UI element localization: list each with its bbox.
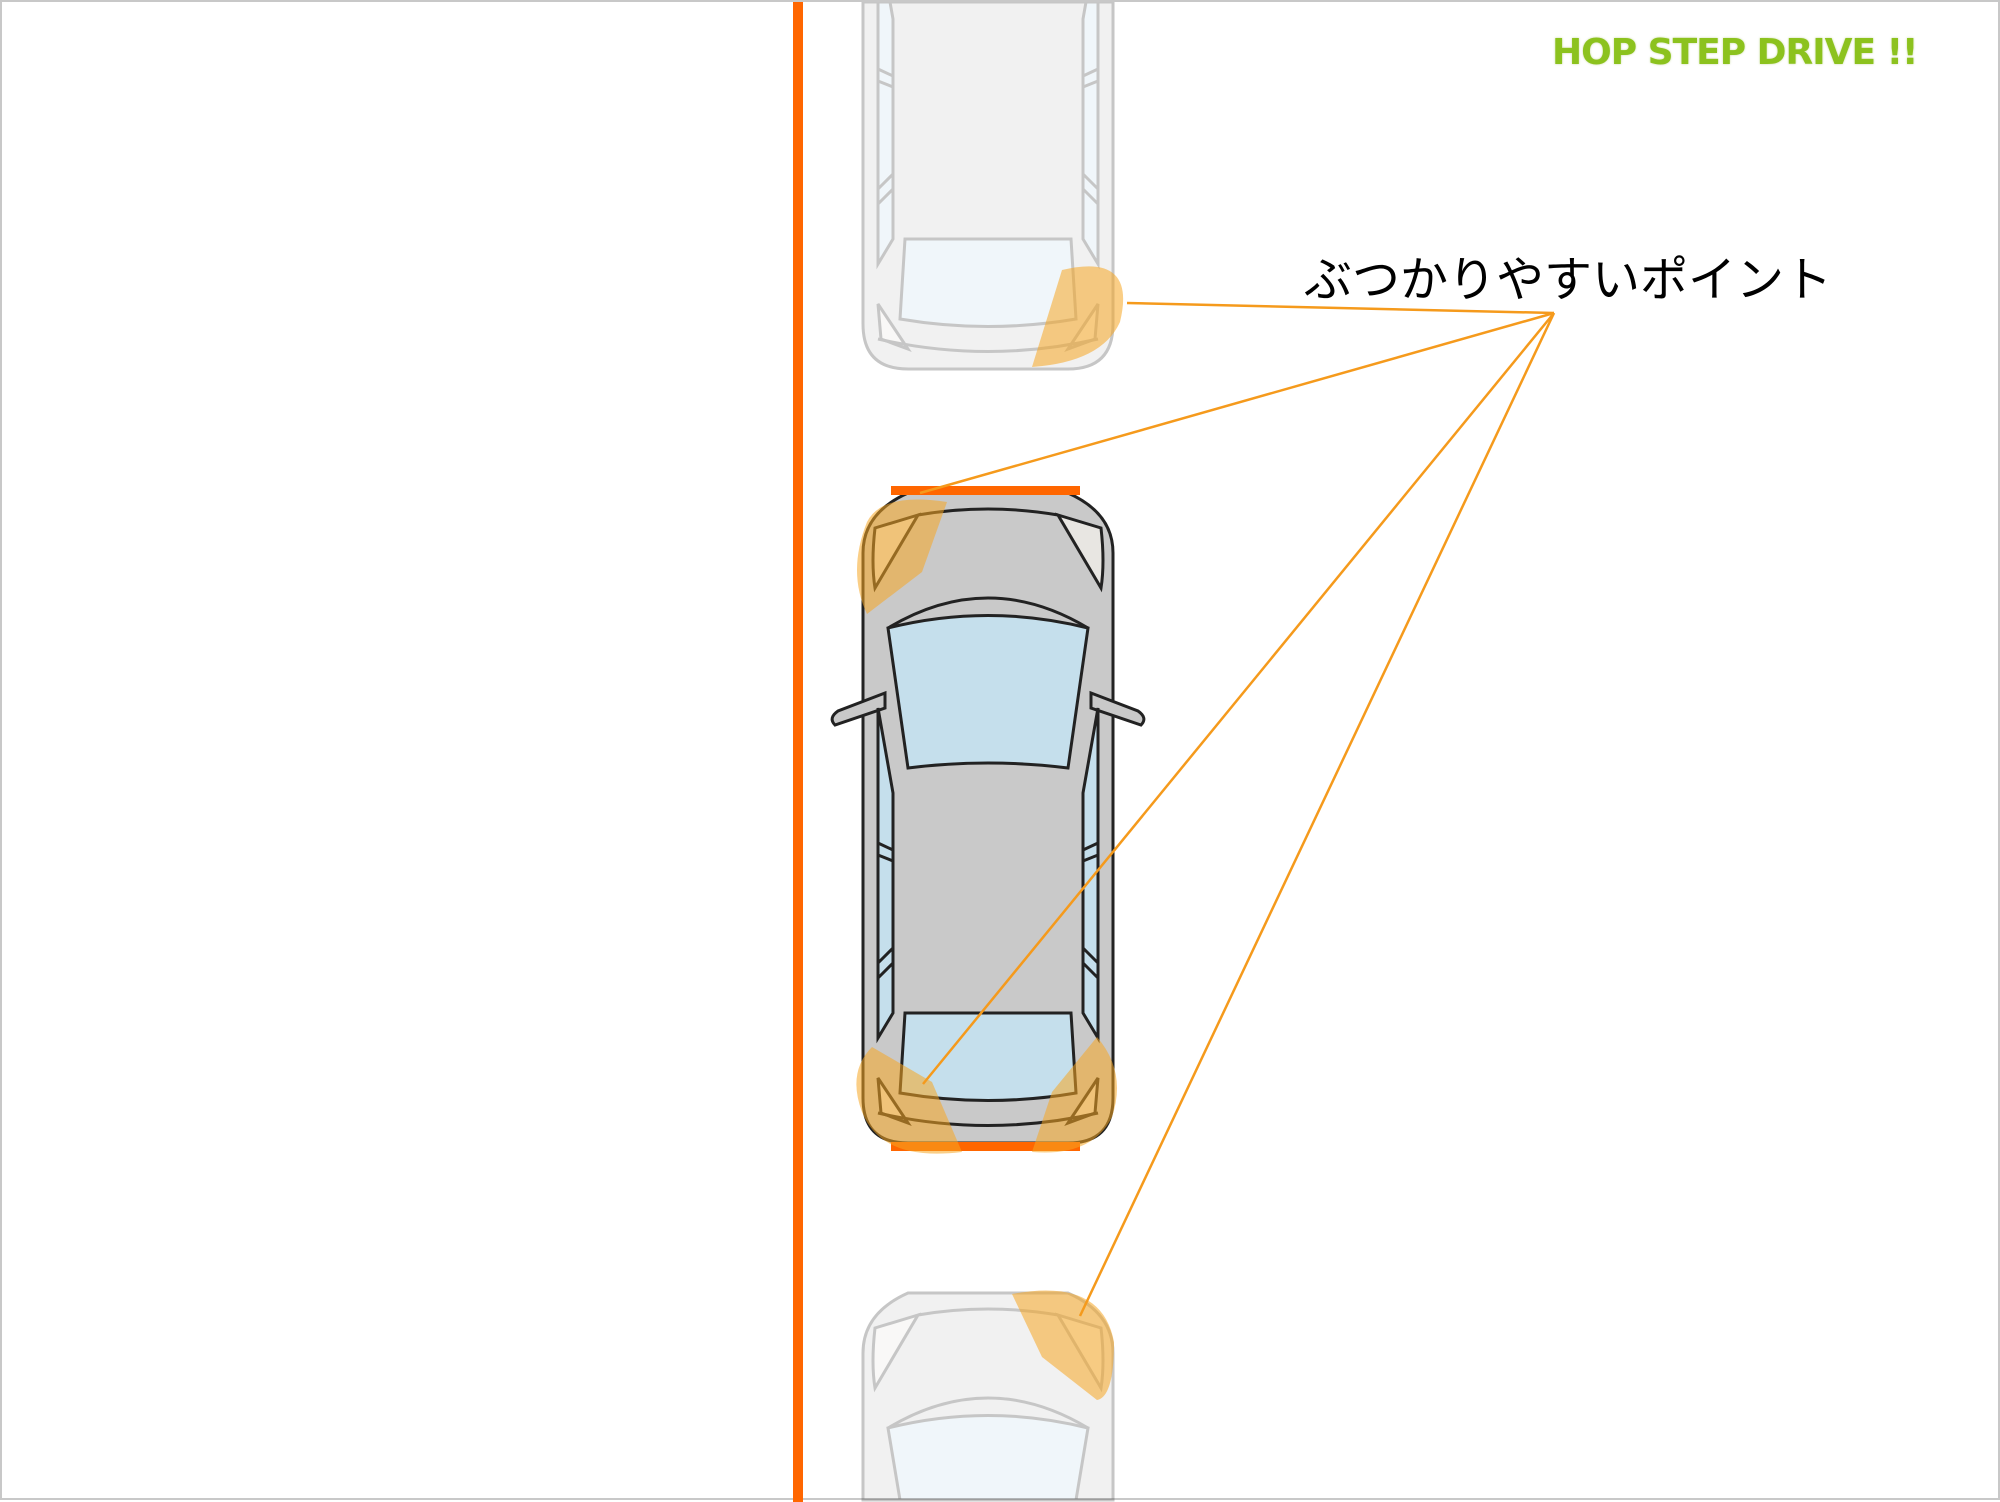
curb-wall-line — [793, 2, 803, 1502]
callout-line — [1078, 312, 1556, 1317]
rear-bumper-marker — [891, 1142, 1080, 1151]
brand-title: HOP STEP DRIVE !! — [1552, 32, 1918, 73]
callout-line — [1126, 301, 1555, 315]
callout-line — [919, 311, 1555, 495]
collision-points-label: ぶつかりやすいポイント — [1304, 252, 1833, 308]
callout-lines — [919, 301, 1556, 1317]
front-bumper-marker — [891, 486, 1080, 495]
hotspot-own-rear-left — [856, 1047, 962, 1154]
callout-line — [922, 312, 1555, 1085]
hotspot-front-car-rear-right — [1032, 266, 1124, 367]
hotspot-own-rear-right — [1032, 1037, 1117, 1153]
hotspot-rear-car-front-right — [1012, 1290, 1114, 1400]
hotspot-own-front-left — [857, 499, 947, 614]
